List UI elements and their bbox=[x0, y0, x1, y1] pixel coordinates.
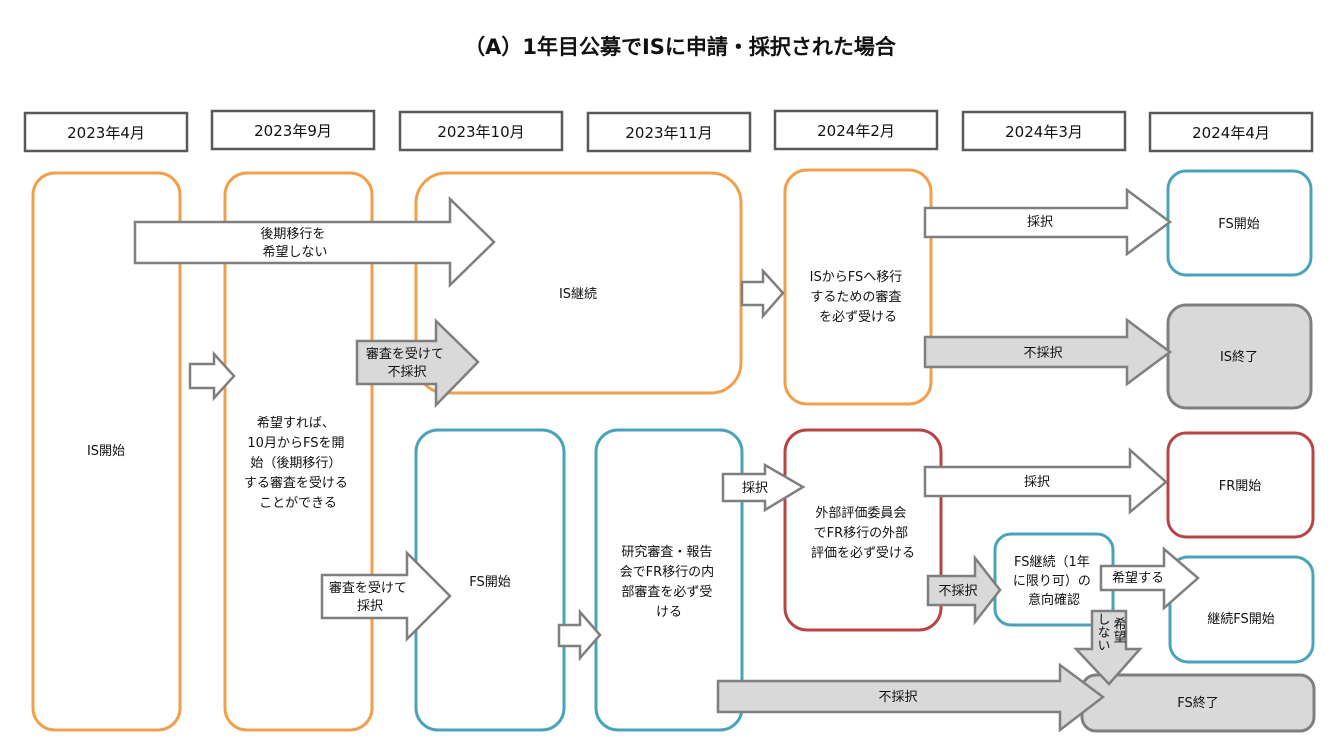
box-fs-option-label: 希望すれば、 10月からFSを開 始（後期移行） する審査を受ける ことができる bbox=[244, 415, 352, 511]
box-is-start-label: IS開始 bbox=[87, 444, 125, 459]
timeline-period: 2023年10月 bbox=[398, 110, 564, 152]
box-fs-end: FS終了 bbox=[1080, 673, 1316, 733]
arrow-no-wish: 希望 しない bbox=[1073, 609, 1143, 686]
box-fs-start-2023: FS開始 bbox=[414, 428, 566, 732]
timeline-period: 2024年2月 bbox=[773, 109, 939, 151]
connector-arrow-3 bbox=[557, 608, 602, 662]
timeline-label: 2023年9月 bbox=[254, 122, 332, 140]
box-external-review-label: 外部評価委員会 でFR移行の外部 評価を必ず受ける bbox=[811, 506, 915, 561]
arrow-rejected-fs-label: 不採択 bbox=[878, 690, 917, 705]
timeline-label: 2023年4月 bbox=[67, 124, 145, 142]
arrow-adopted-is-label: 採択 bbox=[1027, 215, 1053, 230]
arrow-adopted-is: 採択 bbox=[923, 187, 1173, 257]
arrow-adopted-to-external: 採択 bbox=[721, 462, 806, 513]
timeline-period: 2023年4月 bbox=[23, 111, 189, 153]
arrow-adopted-fr: 採択 bbox=[923, 447, 1168, 515]
timeline-label: 2024年2月 bbox=[817, 122, 895, 140]
arrow-review-rejected: 審査を受けて 不採択 bbox=[355, 318, 480, 409]
box-fs-end-label: FS終了 bbox=[1177, 695, 1219, 711]
timeline-box bbox=[210, 109, 376, 151]
box-fs-start-2023-label: FS開始 bbox=[469, 575, 511, 590]
arrow-wish: 希望する bbox=[1099, 546, 1200, 611]
box-is-continue: IS継続 bbox=[414, 171, 743, 395]
box-is-end-label: IS終了 bbox=[1220, 349, 1258, 365]
timeline-label: 2024年3月 bbox=[1005, 123, 1083, 141]
diagram-title: （A）1年目公募でISに申請・採択された場合 bbox=[464, 35, 897, 59]
box-fr-start-label: FR開始 bbox=[1219, 479, 1262, 494]
box-external-review: 外部評価委員会 でFR移行の外部 評価を必ず受ける bbox=[783, 428, 943, 632]
timeline-box bbox=[1148, 111, 1314, 153]
box-fs-continue-check-label: FS継続（1年 に限り可）の 意向確認 bbox=[1013, 555, 1095, 608]
arrow-rejected-fs: 不採択 bbox=[716, 662, 1106, 733]
timeline-box bbox=[23, 111, 189, 153]
timeline-box bbox=[398, 110, 564, 152]
arrow-review-adopted: 審査を受けて 採択 bbox=[320, 549, 452, 643]
arrow-review-adopted-label: 審査を受けて 採択 bbox=[329, 581, 411, 614]
timeline-box bbox=[586, 111, 752, 153]
timeline-box bbox=[773, 109, 939, 151]
timeline-label: 2024年4月 bbox=[1192, 124, 1270, 142]
timeline-period: 2024年3月 bbox=[961, 110, 1127, 152]
box-fs-continue-check: FS継続（1年 に限り可）の 意向確認 bbox=[993, 532, 1115, 627]
arrow-adopted-fr-label: 採択 bbox=[1024, 475, 1050, 490]
box-is-to-fs-review: ISからFSへ移行 するための審査 を必ず受ける bbox=[783, 168, 933, 406]
box-fs-start-2024: FS開始 bbox=[1166, 169, 1313, 277]
timeline-period: 2024年4月 bbox=[1148, 111, 1314, 153]
box-continue-fs-start-label: 継続FS開始 bbox=[1207, 612, 1275, 627]
box-is-end: IS終了 bbox=[1166, 303, 1313, 410]
timeline-label: 2023年11月 bbox=[625, 124, 712, 142]
box-fs-start-2024-label: FS開始 bbox=[1218, 217, 1260, 232]
box-research-review: 研究審査・報告 会でFR移行の内 部審査を必ず受 ける bbox=[594, 428, 744, 732]
arrow-review-rejected-label: 審査を受けて 不採択 bbox=[366, 347, 448, 380]
connector-arrow-2 bbox=[740, 267, 785, 320]
connector-arrow-1 bbox=[188, 350, 236, 402]
arrow-no-transfer: 後期移行を 希望しない bbox=[133, 196, 496, 288]
arrow-no-transfer-label: 後期移行を 希望しない bbox=[260, 227, 329, 260]
arrow-rejected-is-label: 不採択 bbox=[1023, 346, 1062, 361]
box-research-review-label: 研究審査・報告 会でFR移行の内 部審査を必ず受 ける bbox=[620, 545, 719, 620]
box-is-start: IS開始 bbox=[31, 171, 182, 732]
arrow-no-wish-label: 希望 しない bbox=[1095, 613, 1127, 652]
box-continue-fs-start: 継続FS開始 bbox=[1168, 555, 1315, 664]
arrow-wish-label: 希望する bbox=[1112, 570, 1164, 586]
arrow-rejected-external-label: 不採択 bbox=[938, 584, 977, 599]
arrow-rejected-external: 不採択 bbox=[926, 554, 1002, 626]
timeline-period: 2023年9月 bbox=[210, 109, 376, 151]
box-is-continue-label: IS継続 bbox=[559, 287, 597, 302]
timeline-header: 2023年4月 2023年9月 2023年10月 2023年11月 2024年2月 202… bbox=[23, 109, 1314, 153]
arrow-rejected-is: 不採択 bbox=[923, 317, 1173, 387]
arrow-adopted-to-external-label: 採択 bbox=[742, 481, 768, 496]
box-is-to-fs-review-label: ISからFSへ移行 するための審査 を必ず受ける bbox=[810, 270, 907, 325]
timeline-box bbox=[961, 110, 1127, 152]
timeline-period: 2023年11月 bbox=[586, 111, 752, 153]
box-fr-start: FR開始 bbox=[1166, 431, 1315, 539]
timeline-label: 2023年10月 bbox=[437, 123, 524, 141]
